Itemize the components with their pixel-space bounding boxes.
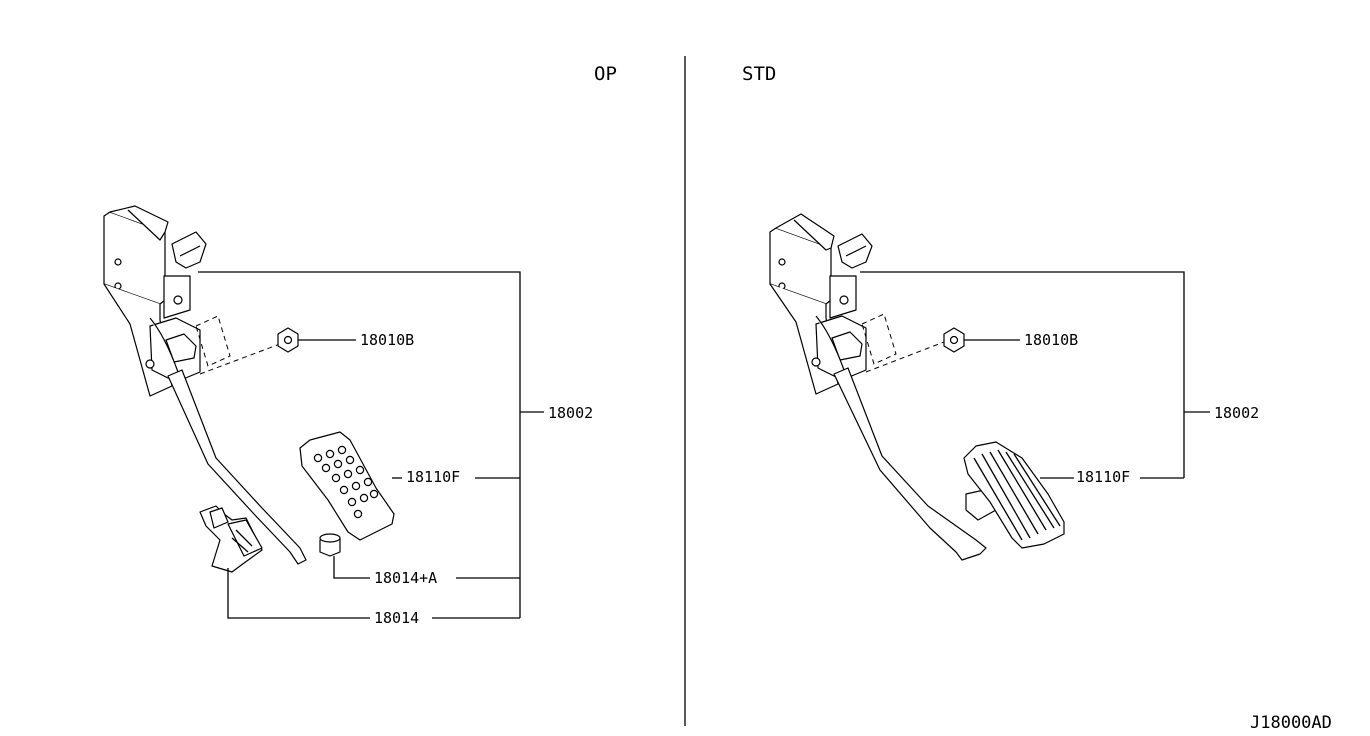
left-pad-18110f [299,431,395,541]
left-stopper-label: 18014+A [374,569,437,587]
left-bracket-18014 [199,505,263,573]
right-pedal-assembly [769,213,987,561]
pad-holes [313,445,379,519]
right-nut-label: 18010B [1024,331,1078,349]
left-nut-18010b [277,327,299,353]
left-bracket-leader [227,568,370,619]
left-nut-label: 18010B [360,331,414,349]
right-nut-18010b [943,327,965,353]
left-pad-label: 18110F [406,468,460,486]
right-section-title: STD [742,63,776,85]
right-pad-18110f [963,441,1065,549]
diagram-code: J18000AD [1250,713,1332,733]
left-assembly-label: 18002 [548,404,593,422]
left-section-title: OP [594,63,617,85]
left-pedal-assembly [103,205,307,565]
left-stopper-leader [333,556,370,579]
left-stopper-18014a [319,533,341,557]
pad-ribs [973,449,1061,541]
right-pad-label: 18110F [1076,468,1130,486]
left-assembly-leader [198,271,521,618]
left-bracket-label: 18014 [374,609,419,627]
right-assembly-label: 18002 [1214,404,1259,422]
right-assembly-leader [860,271,1185,478]
